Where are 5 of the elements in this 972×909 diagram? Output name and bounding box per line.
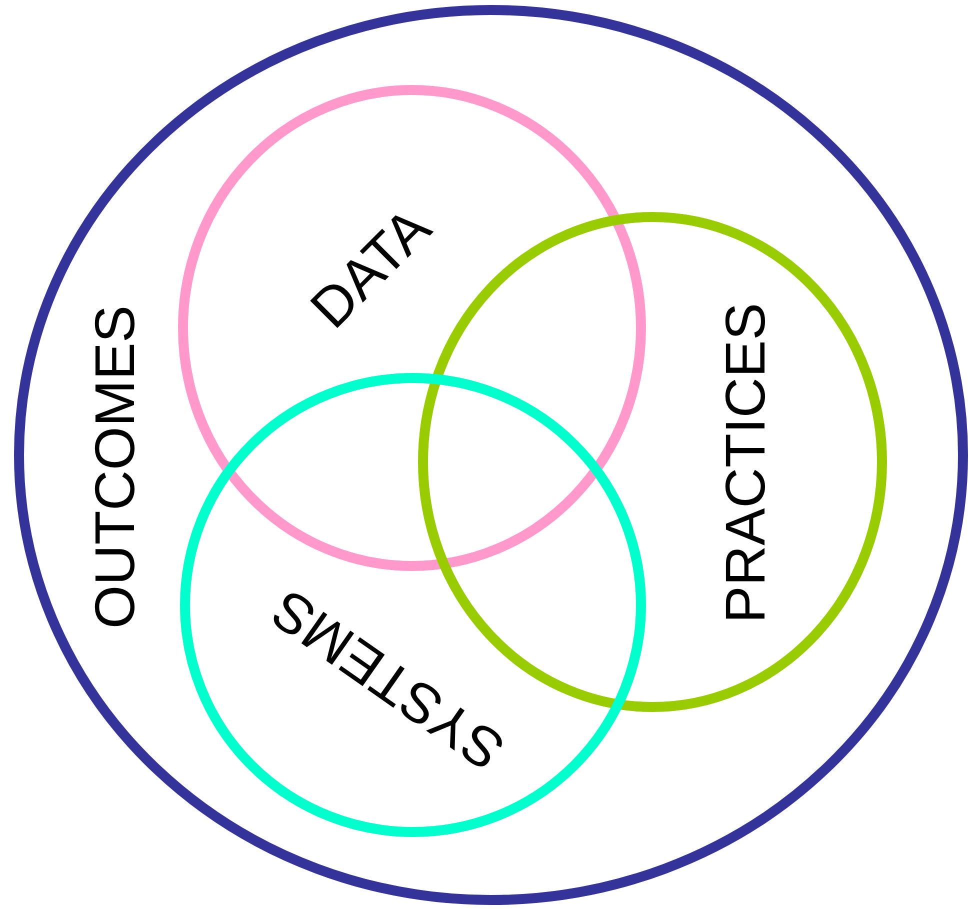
venn-circle	[14, 5, 968, 905]
set-label: OUTCOMES	[86, 305, 143, 629]
set-label: PRACTICES	[716, 302, 773, 624]
venn-circle	[180, 373, 646, 837]
venn-circle	[178, 85, 646, 571]
